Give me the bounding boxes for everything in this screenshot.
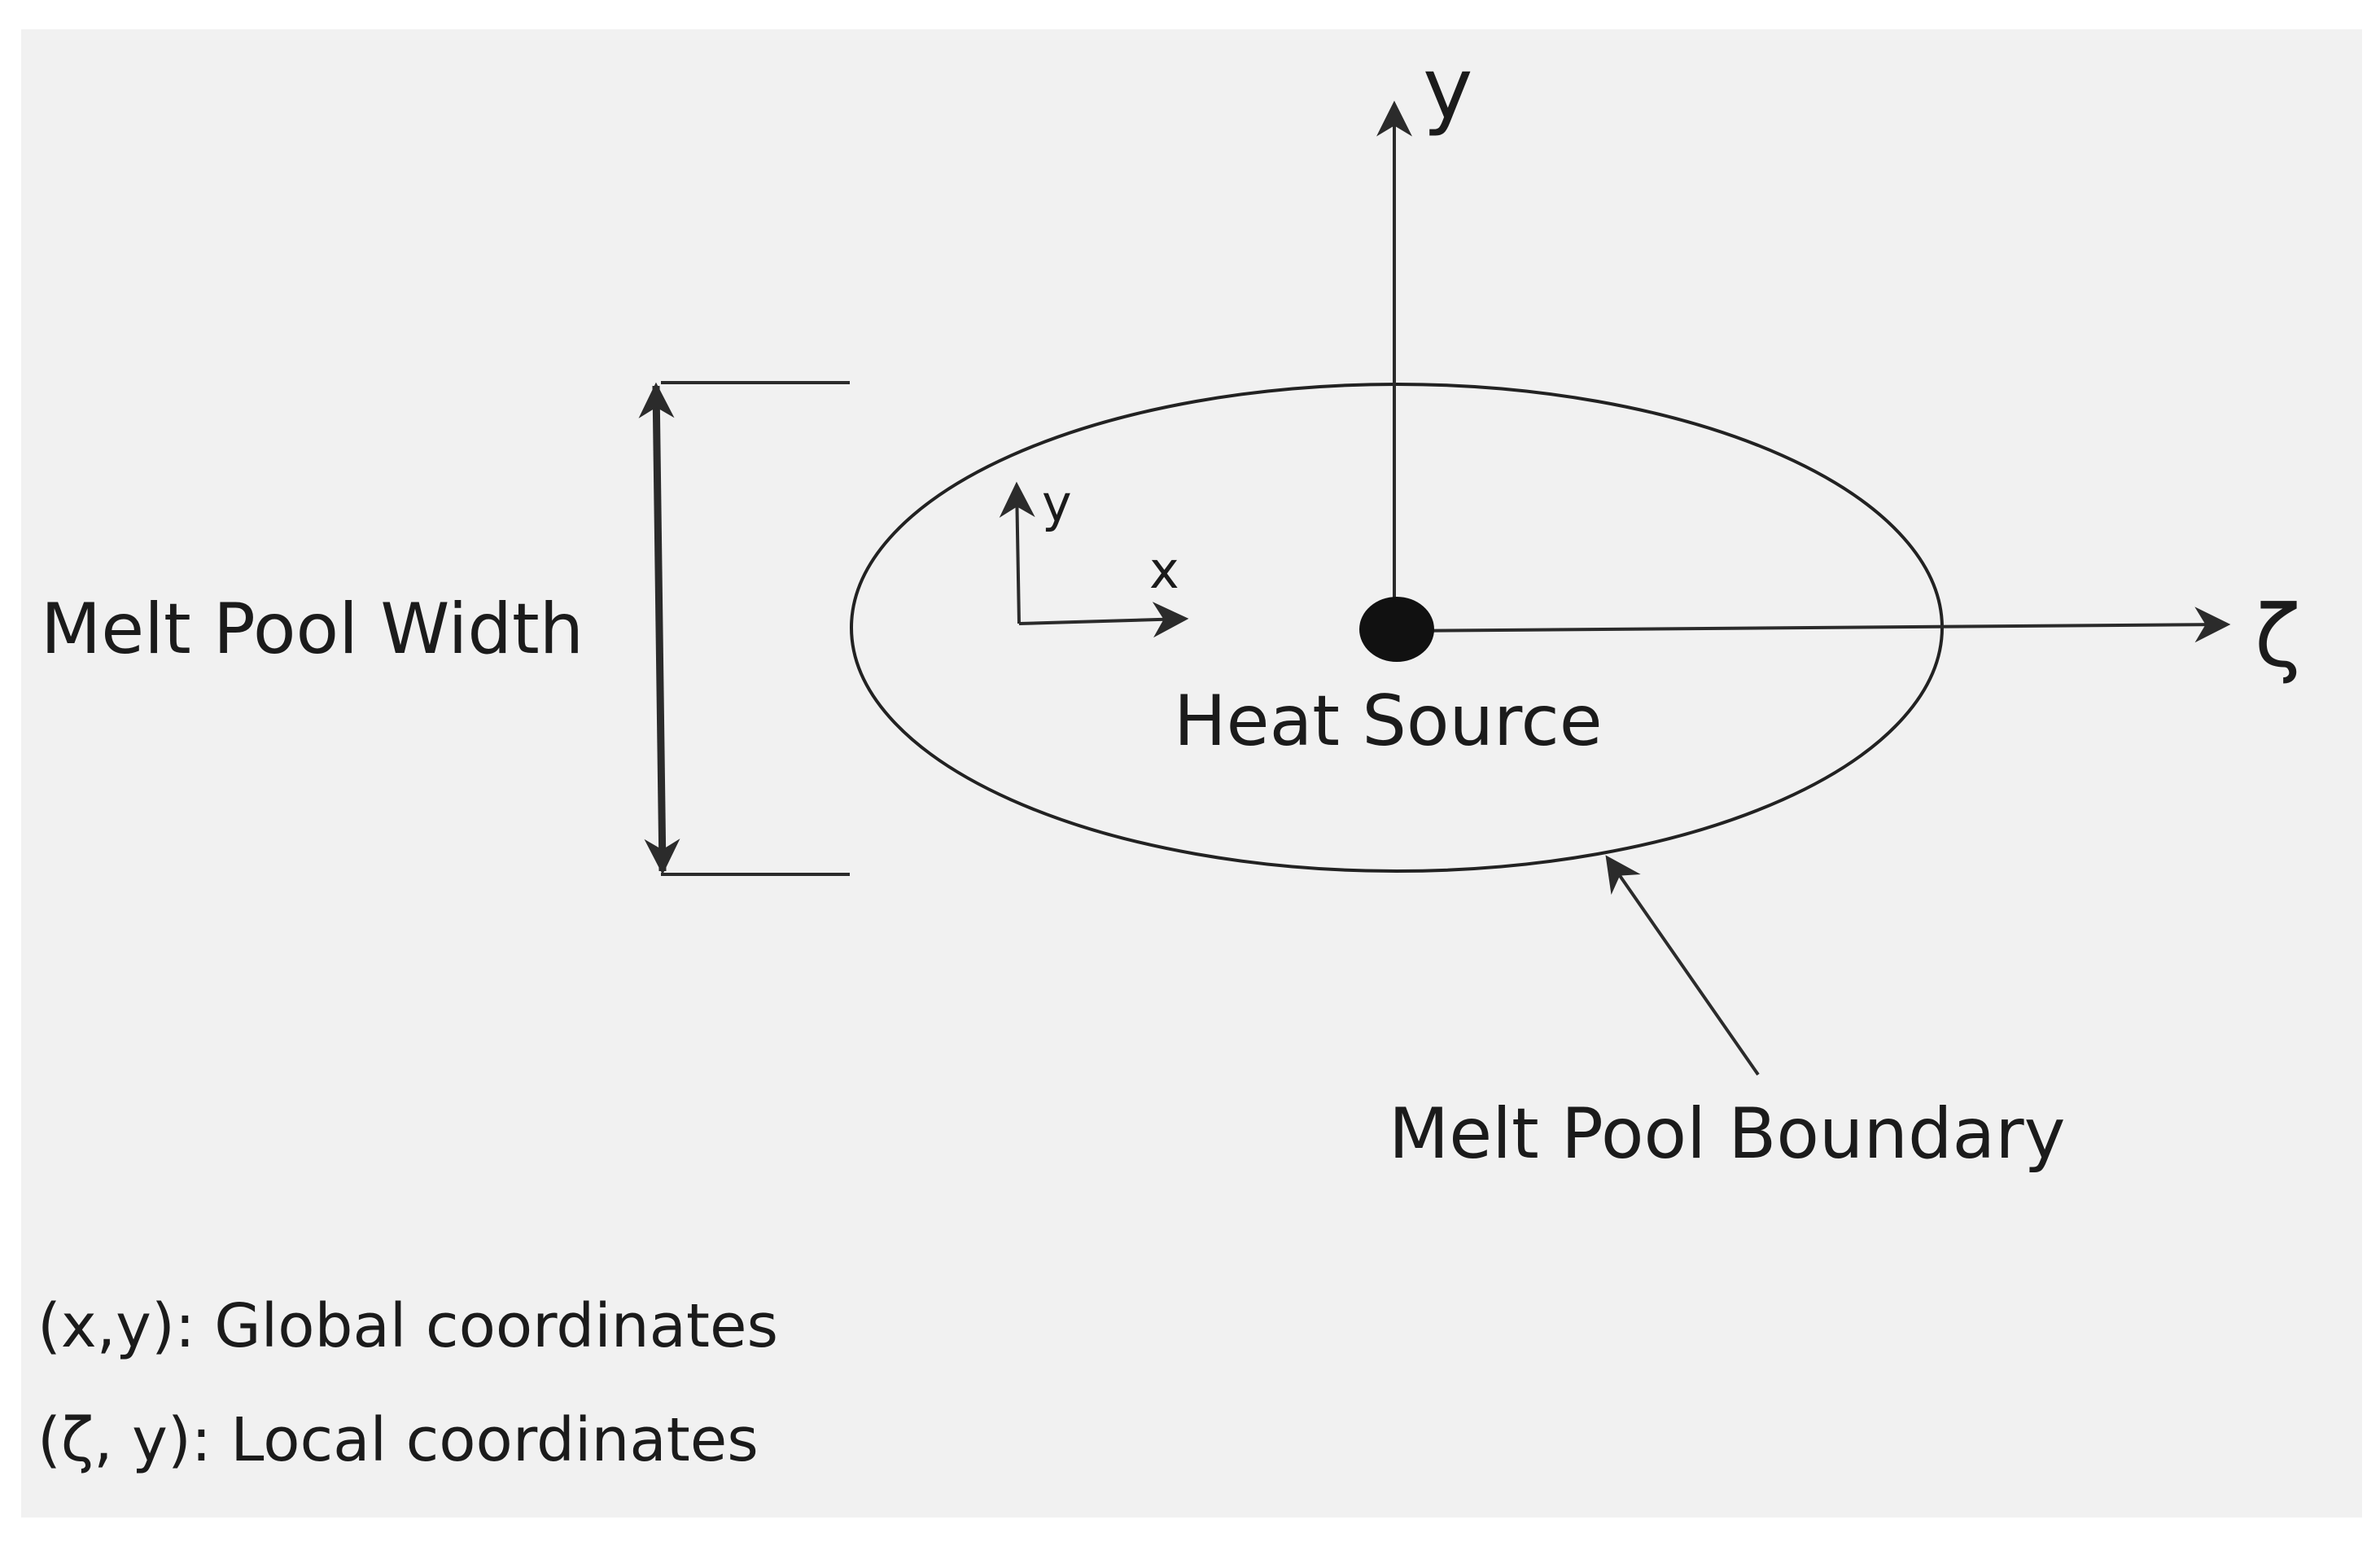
big-y-axis-label: y [1423, 39, 1473, 138]
small-x-axis-label: x [1149, 541, 1179, 600]
melt-pool-width-label: Melt Pool Width [41, 589, 584, 670]
legend-global-coordinates: (x,y): Global coordinates [37, 1291, 778, 1361]
heat-source-dot [1359, 597, 1434, 662]
zeta-axis-label: ζ [2255, 587, 2301, 686]
boundary-pointer-arrow [1605, 855, 1760, 1076]
legend-local-coordinates: (ζ, y): Local coordinates [37, 1405, 759, 1475]
small-x-axis-line [1018, 602, 1189, 638]
small-y-axis-label: y [1042, 474, 1072, 533]
width-dimension-arrow [638, 382, 680, 875]
heat-source-label: Heat Source [1174, 681, 1603, 762]
diagram-background [21, 29, 2362, 1518]
small-y-axis-line [999, 481, 1035, 624]
zeta-axis-line [1396, 607, 2231, 643]
melt-pool-boundary-label: Melt Pool Boundary [1389, 1093, 2066, 1175]
